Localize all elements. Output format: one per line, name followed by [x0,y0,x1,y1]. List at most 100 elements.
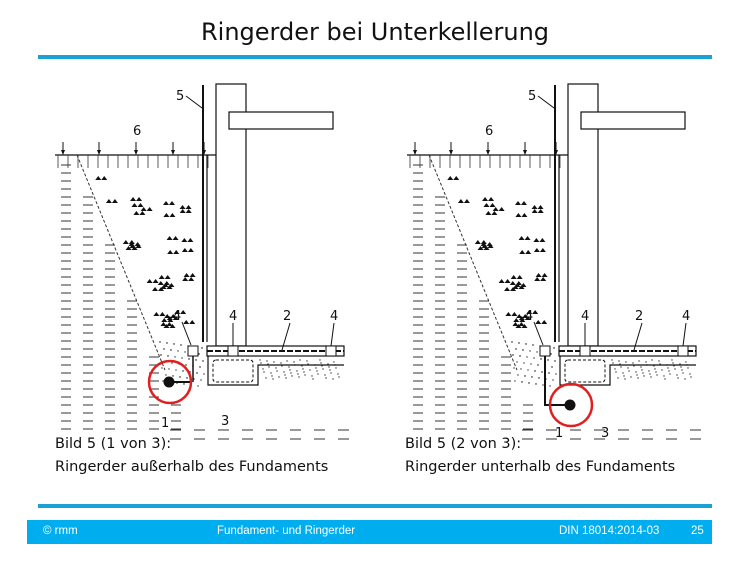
leader-line [181,321,192,346]
gravel-mark [95,176,108,180]
sand-dot [541,371,543,373]
sand-dot [177,350,179,352]
sand-dot [630,376,632,378]
sand-dot [172,375,174,377]
sand-dot [171,362,173,364]
gravel-mark [181,248,194,252]
connection-terminal-icon [187,345,199,357]
load-arrow-icon [449,150,453,155]
sand-dot [654,368,656,370]
sand-dot [271,375,273,377]
sand-dot [315,367,317,369]
sand-dot [286,360,288,362]
sand-dot [293,361,295,363]
sand-dot [553,347,555,349]
sand-dot [199,366,201,368]
sand-dot [317,373,319,375]
sand-dot [645,361,647,363]
sand-dot [668,370,670,372]
sand-dot [304,374,306,376]
callout-label-3: 3 [601,426,609,440]
gravel-mark [512,322,525,326]
sand-dot [658,360,660,362]
sand-dot [685,361,687,363]
sand-dot [530,363,532,365]
leader-line [682,322,687,347]
sand-dot [656,374,658,376]
sand-dot [324,374,326,376]
gravel-mark [157,281,170,285]
sand-dot [540,358,542,360]
sand-dot [519,355,521,357]
connection-terminal-icon [677,345,689,357]
sand-dot [536,351,538,353]
gravel-mark [531,209,544,213]
sand-dot [525,343,527,345]
sand-dot [653,365,655,367]
leader-line [533,321,544,346]
sand-dot [679,363,681,365]
sand-dot [524,375,526,377]
sand-dot [628,370,630,372]
sand-dot [552,379,554,381]
gravel-mark [515,324,528,328]
footer-page-number: 25 [691,525,704,537]
sand-dot [551,366,553,368]
sand-dot [526,356,528,358]
gravel-mark [518,316,531,320]
connection-wire [544,356,570,406]
gravel-mark [518,236,531,240]
sand-dot [166,342,168,344]
sand-dot [280,362,282,364]
sand-dot [619,363,621,365]
sand-dot [632,362,634,364]
highlight-circle [147,359,193,405]
sand-dot [682,372,684,374]
sand-dot [655,371,657,373]
callout-label-4c: 4 [330,309,338,324]
sand-dot [337,373,339,375]
sand-dot [523,362,525,364]
sand-dot [672,362,674,364]
sand-dot [290,372,292,374]
gravel-mark [533,248,546,252]
gravel-mark [163,213,176,217]
sand-dot [531,376,533,378]
gravel-mark [164,314,177,318]
caption-figure-2-number: Bild 5 (2 von 3): [405,436,522,452]
callout-label-2: 2 [635,309,643,324]
sand-dot [611,359,613,361]
sand-dot [550,353,552,355]
sand-dot [184,351,186,353]
sand-dot [329,369,331,371]
callout-label-6: 6 [133,124,141,139]
sand-dot [328,366,330,368]
sand-dot [532,344,534,346]
sand-dot [170,349,172,351]
sand-dot [547,359,549,361]
sand-dot [265,377,267,379]
sand-dot [549,385,551,387]
sand-dot [196,372,198,374]
footer-bar: © rmm Fundament- und Ringerder DIN 18014… [27,520,712,544]
gravel-mark [482,197,495,201]
sand-dot [516,361,518,363]
sand-dot [514,380,516,382]
callout-label-4c: 4 [682,309,690,324]
sand-dot [301,365,303,367]
sand-dot [262,368,264,370]
sand-dot [185,364,187,366]
gravel-mark [447,176,460,180]
sand-dot [311,375,313,377]
gravel-mark [483,203,496,207]
gravel-mark [163,201,175,205]
connection-terminal-icon [539,345,551,357]
gravel-mark [140,207,153,211]
load-arrow-icon [61,150,65,155]
leader-line [633,322,643,351]
gravel-mark [182,277,195,281]
sand-dot [641,369,643,371]
sand-dot [159,341,161,343]
sand-dot [637,377,639,379]
